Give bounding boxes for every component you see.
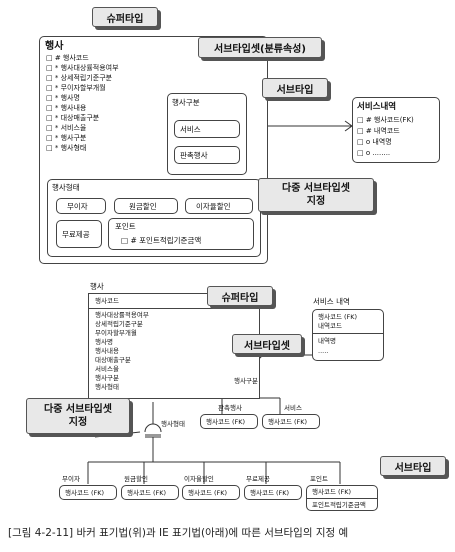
attribute-row: 행사명 bbox=[95, 338, 113, 346]
callout-subtype-set: 서브타입셋(분류속성) bbox=[198, 37, 322, 58]
attribute-row: 대상매출구분 bbox=[95, 356, 131, 364]
callout-supertype: 슈퍼타입 bbox=[92, 7, 158, 27]
subtype-group-title: 행사형태 bbox=[52, 183, 80, 192]
callout-multi-subtype-set: 다중 서브타입셋 지정 bbox=[258, 178, 374, 212]
ie-service-detail-entity: 행사코드 (FK) 내역코드 내역명 ..... bbox=[312, 309, 384, 361]
key-attribute: 행사코드 bbox=[95, 297, 119, 305]
subtype-service: 서비스 bbox=[174, 120, 240, 138]
attribute-row: □ * 행사대상률적용여부 bbox=[46, 64, 119, 72]
barker-service-detail-entity: 서비스내역 □ # 행사코드(FK) □ # 내역코드 □ o 내역명 □ o … bbox=[352, 97, 440, 163]
attribute-row: 무이자할부개월 bbox=[95, 329, 137, 337]
subtype-rate-discount: 이자율할인 bbox=[185, 198, 253, 214]
attribute-row: 행사구분 bbox=[95, 374, 119, 382]
ie-callout-multi-subtype-set: 다중 서브타입셋 지정 bbox=[26, 398, 130, 434]
subtype-free-gift: 무료제공 bbox=[56, 220, 102, 248]
ie-subtype-rate-discount: 행사코드 (FK) bbox=[182, 485, 240, 500]
entity-title: 행사 bbox=[45, 41, 64, 52]
callout-subtype: 서브타입 bbox=[262, 78, 328, 98]
attribute-row: □ * 상세적립기준구분 bbox=[46, 74, 113, 82]
ie-callout-subtype: 서브타입 bbox=[380, 456, 446, 476]
subtype-interest-free: 무이자 bbox=[56, 198, 106, 214]
subtype-group-title: 행사구분 bbox=[172, 98, 200, 107]
ie-subtype-title: 판촉행사 bbox=[218, 404, 242, 412]
attribute-row: 상세적립기준구분 bbox=[95, 320, 143, 328]
ie-subtype-title: 포인트 bbox=[310, 475, 328, 483]
subtype-promotion: 판촉행사 bbox=[174, 146, 240, 164]
attribute-row: □ * 행사구분 bbox=[46, 134, 87, 142]
ie-subtype-principal-discount: 행사코드 (FK) bbox=[121, 485, 179, 500]
entity-title: 서비스내역 bbox=[357, 102, 397, 112]
ie-supertype-title: 행사 bbox=[90, 282, 104, 291]
attribute-row: □ o ........ bbox=[357, 149, 391, 157]
ie-supertype-entity: 행사코드 행사대상률적용여부 상세적립기준구분 무이자할부개월 행사명 행사내용… bbox=[88, 293, 260, 399]
subtype-point: 포인트 □ # 포인트적립기준금액 bbox=[108, 218, 254, 250]
discriminator-symbol-2 bbox=[144, 423, 162, 433]
attribute-row: □ # 행사코드 bbox=[46, 54, 89, 62]
attribute-row: □ # 내역코드 bbox=[357, 127, 400, 135]
ie-subtype-title: 원금할인 bbox=[124, 475, 148, 483]
attribute-row: □ * 행사명 bbox=[46, 94, 80, 102]
attribute-row: □ * 행사내용 bbox=[46, 104, 87, 112]
ie-subtype-title: 이자율할인 bbox=[184, 475, 214, 483]
subtype-group-event-category: 행사구분 서비스 판촉행사 bbox=[167, 93, 247, 175]
discriminator-label-2: 행사형태 bbox=[161, 420, 185, 428]
ie-subtype-point: 행사코드 (FK) 포인트적립기준금액 bbox=[306, 485, 378, 511]
discriminator-label-1: 행사구분 bbox=[234, 377, 258, 385]
ie-subtype-title: 무료제공 bbox=[246, 475, 270, 483]
subtype-group-event-type: 행사형태 무이자 원금할인 이자율할인 무료제공 포인트 □ # 포인트적립기준… bbox=[47, 179, 261, 257]
attribute-row: □ * 행사형태 bbox=[46, 144, 87, 152]
attribute-row: □ o 내역명 bbox=[357, 138, 392, 146]
attribute-row: □ * 무이자할부개월 bbox=[46, 84, 106, 92]
subtype-principal-discount: 원금할인 bbox=[114, 198, 178, 214]
ie-subtype-service: 행사코드 (FK) bbox=[262, 414, 320, 429]
attribute-row: □ * 대상매출구분 bbox=[46, 114, 100, 122]
attribute-row: 행사형태 bbox=[95, 383, 119, 391]
attribute-row: □ * 서비스율 bbox=[46, 124, 87, 132]
ie-subtype-interest-free: 행사코드 (FK) bbox=[59, 485, 117, 500]
ie-subtype-free-gift: 행사코드 (FK) bbox=[244, 485, 302, 500]
attribute-row: □ # 행사코드(FK) bbox=[357, 116, 414, 124]
ie-subtype-title: 무이자 bbox=[62, 475, 80, 483]
attribute-row: 행사대상률적용여부 bbox=[95, 311, 149, 319]
attribute-row: 행사내용 bbox=[95, 347, 119, 355]
ie-service-detail-title: 서비스 내역 bbox=[313, 297, 350, 306]
ie-subtype-promotion: 행사코드 (FK) bbox=[200, 414, 258, 429]
ie-subtype-title: 서비스 bbox=[284, 404, 302, 412]
ie-callout-subtype-set: 서브타입셋 bbox=[232, 334, 302, 354]
figure-caption: [그림 4-2-11] 바커 표기법(위)과 IE 표기법(아래)에 따른 서브… bbox=[8, 527, 349, 539]
ie-callout-supertype: 슈퍼타입 bbox=[207, 286, 273, 306]
attribute-row: 서비스율 bbox=[95, 365, 119, 373]
barker-supertype-entity: 행사 □ # 행사코드 □ * 행사대상률적용여부 □ * 상세적립기준구분 □… bbox=[39, 36, 268, 264]
